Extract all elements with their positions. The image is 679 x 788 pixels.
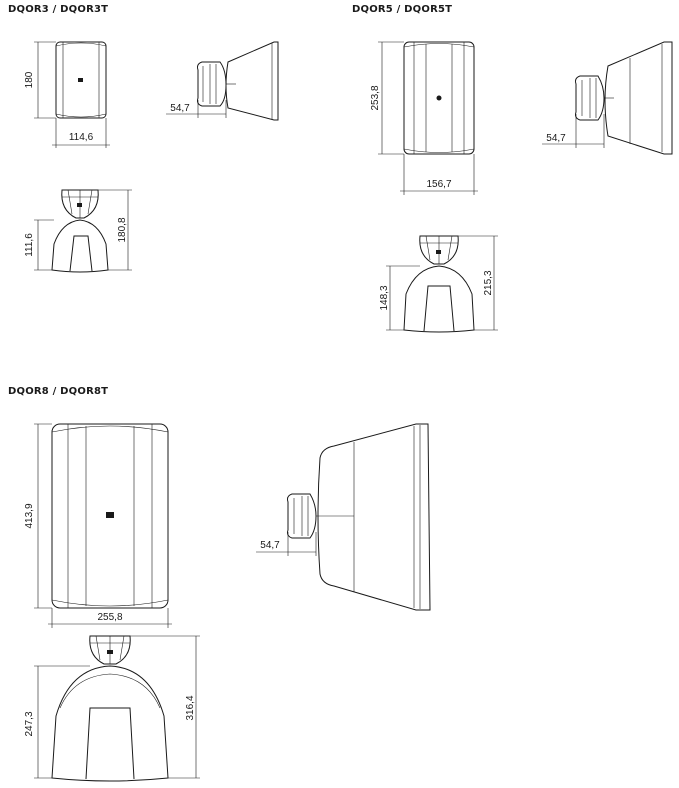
dqor3-body-height-label: 111,6 <box>24 233 35 257</box>
dqor5-width-dim <box>400 154 478 195</box>
dqor5-side-view <box>575 41 673 155</box>
dqor8-width-label: 255,8 <box>97 612 122 623</box>
model-title-dqor3: DQOR3 / DQOR3T <box>8 4 109 15</box>
dqor5-body-height-label: 148,3 <box>379 285 390 310</box>
dqor8-front-view <box>51 423 169 609</box>
dqor3-body-height-dim <box>34 219 54 271</box>
dqor3-side-view <box>197 41 279 121</box>
dqor3-top-view <box>51 189 109 273</box>
dqor8-side-view <box>287 423 431 611</box>
dqor8-height-dim <box>34 423 52 609</box>
dqor3-height-dim <box>34 41 56 119</box>
dqor8-depth-label: 54,7 <box>260 540 280 551</box>
dqor8-body-height-label: 247,3 <box>24 711 35 736</box>
dqor5-height-label: 253,8 <box>370 85 381 110</box>
dqor3-width-dim <box>52 118 110 148</box>
dqor5-depth-label: 54,7 <box>546 133 566 144</box>
dqor5-height-dim <box>378 41 404 155</box>
dqor8-top-view <box>51 635 169 782</box>
dqor3-total-height-dim <box>98 189 132 271</box>
dqor8-total-height-dim <box>130 635 200 779</box>
dqor5-total-height-label: 215,3 <box>483 270 494 295</box>
dqor5-width-label: 156,7 <box>426 179 451 190</box>
dqor5-body-height-dim <box>386 265 420 331</box>
dqor5-depth-dim <box>542 114 605 148</box>
dqor8-body-height-dim <box>34 665 90 779</box>
dqor8-total-height-label: 316,4 <box>185 695 196 720</box>
model-title-dqor5: DQOR5 / DQOR5T <box>352 4 453 15</box>
dqor3-width-label: 114,6 <box>69 132 94 143</box>
dqor8-width-dim <box>48 608 172 628</box>
dqor8-height-label: 413,9 <box>24 503 35 528</box>
dqor5-top-view <box>403 235 475 333</box>
dqor3-depth-dim <box>166 100 227 118</box>
model-title-dqor8: DQOR8 / DQOR8T <box>8 386 109 397</box>
dqor3-depth-label: 54,7 <box>170 103 190 114</box>
dqor5-front-view <box>403 41 475 155</box>
dqor3-front-view <box>55 41 107 119</box>
dqor3-total-height-label: 180,8 <box>117 217 128 242</box>
dqor8-depth-dim <box>256 532 317 556</box>
dqor5-total-height-dim <box>458 235 498 331</box>
dqor3-height-label: 180 <box>24 71 35 88</box>
